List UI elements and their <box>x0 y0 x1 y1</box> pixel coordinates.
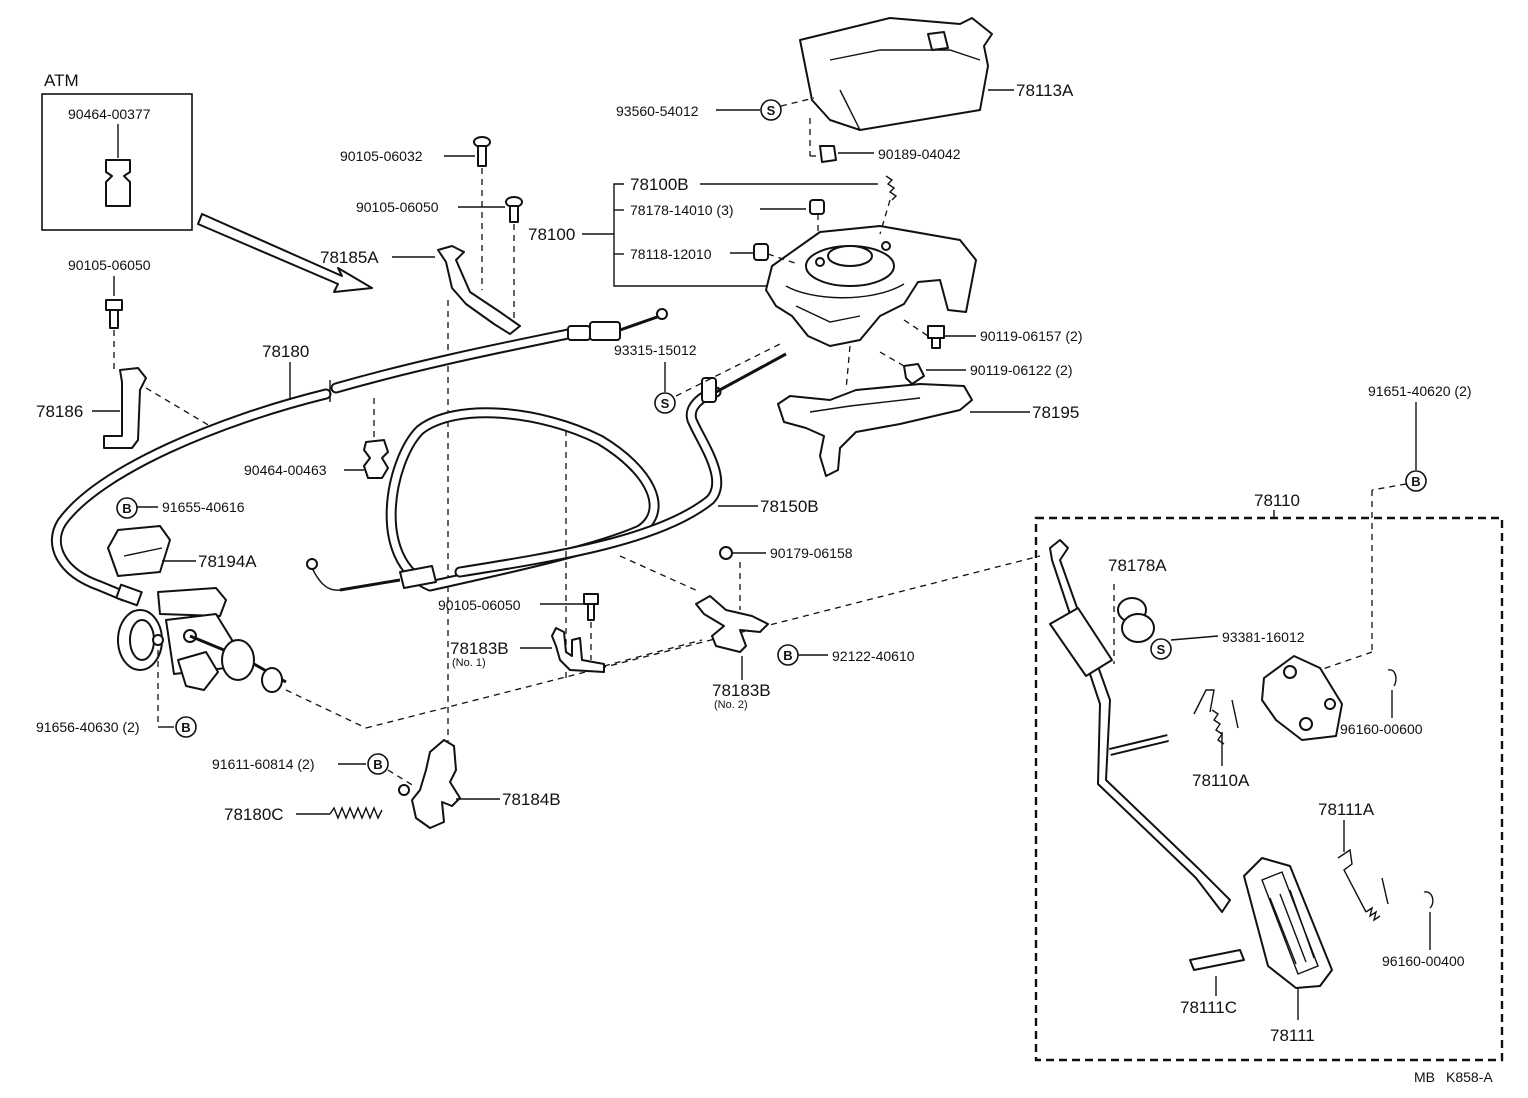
clamp-90464-00377 <box>105 159 131 207</box>
svg-text:90105-06032: 90105-06032 <box>340 148 423 164</box>
svg-text:B: B <box>373 757 382 772</box>
bracket-78184B: 91611-60814 (2) B 78184B 78180C <box>212 739 561 829</box>
bracket-78195: 78195 <box>777 383 1079 477</box>
svg-text:91655-40616: 91655-40616 <box>162 499 245 515</box>
cable-78150B: 78150B <box>306 352 819 680</box>
svg-text:78180C: 78180C <box>224 805 284 824</box>
bolt-90119-06157: 90119-06157 (2) <box>903 319 1082 349</box>
atm-inset-frame <box>41 93 193 231</box>
svg-text:78178A: 78178A <box>1108 556 1167 575</box>
svg-text:MB: MB <box>1414 1069 1435 1085</box>
actuator-78100: 78100B 78100 78178-14010 (3) 78118-12010 <box>528 175 977 391</box>
svg-text:B: B <box>1411 474 1420 489</box>
svg-text:78113A: 78113A <box>1016 81 1074 100</box>
svg-text:93315-15012: 93315-15012 <box>614 342 697 358</box>
bracket-78183B-no1: 90105-06050 78183B (No. 1) <box>438 593 703 673</box>
bolt-90105-06032: 90105-06032 <box>340 136 491 290</box>
svg-text:S: S <box>661 396 670 411</box>
svg-text:91651-40620 (2): 91651-40620 (2) <box>1368 383 1472 399</box>
svg-text:78118-12010: 78118-12010 <box>630 246 712 262</box>
svg-text:90105-06050: 90105-06050 <box>438 597 521 613</box>
pedal-assembly-78110: 91651-40620 (2) B 78110 78178A S 93381-1… <box>1034 383 1504 1062</box>
cable-78180: 78180 <box>50 308 668 602</box>
pedal-assembly-frame <box>1034 516 1504 1062</box>
svg-text:78100: 78100 <box>528 225 575 244</box>
svg-text:B: B <box>783 648 792 663</box>
clamp-90464-00463: 90464-00463 <box>244 398 389 479</box>
cover-78113A: 78113A 93560-54012 S 90189-04042 <box>616 17 1074 163</box>
svg-text:78110A: 78110A <box>1192 771 1250 790</box>
atm-inset: ATM 90464-00377 <box>41 71 193 231</box>
svg-text:93381-16012: 93381-16012 <box>1222 629 1305 645</box>
arrow-icon <box>197 213 373 293</box>
svg-text:(No. 2): (No. 2) <box>714 699 748 711</box>
svg-text:78180: 78180 <box>262 342 309 361</box>
label-90464-00377-atm: 90464-00377 <box>68 106 151 122</box>
svg-text:90105-06050: 90105-06050 <box>356 199 439 215</box>
svg-text:B: B <box>122 501 131 516</box>
svg-text:96160-00600: 96160-00600 <box>1340 721 1423 737</box>
svg-text:78186: 78186 <box>36 402 83 421</box>
bracket-78186-shape <box>103 367 147 449</box>
svg-text:78194A: 78194A <box>198 552 257 571</box>
svg-text:78183B: 78183B <box>712 681 771 700</box>
bracket-78183B-no2: 90179-06158 78183B (No. 2) B 92122-40610 <box>695 545 915 711</box>
svg-text:K858-A: K858-A <box>1446 1069 1493 1085</box>
bracket-78185A: 78185A <box>320 245 521 780</box>
svg-text:78178-14010 (3): 78178-14010 (3) <box>630 202 734 218</box>
svg-text:78111C: 78111C <box>1180 998 1237 1017</box>
svg-text:78185A: 78185A <box>320 248 379 267</box>
svg-text:90189-04042: 90189-04042 <box>878 146 961 162</box>
svg-text:S: S <box>767 103 776 118</box>
svg-text:92122-40610: 92122-40610 <box>832 648 915 664</box>
bracket-78185A-shape <box>437 245 521 335</box>
bolt-90105-06050-b: 90105-06050 <box>68 257 151 372</box>
clamp-78194A: B 91655-40616 78194A <box>107 497 257 577</box>
bolt-90119-06122: 90119-06122 (2) <box>879 351 1072 385</box>
svg-text:91656-40630 (2): 91656-40630 (2) <box>36 719 140 735</box>
svg-text:78150B: 78150B <box>760 497 819 516</box>
svg-text:78111A: 78111A <box>1318 800 1375 819</box>
svg-text:78195: 78195 <box>1032 403 1079 422</box>
svg-text:78111: 78111 <box>1270 1026 1315 1045</box>
svg-text:90105-06050: 90105-06050 <box>68 257 151 273</box>
svg-text:91611-60814 (2): 91611-60814 (2) <box>212 756 314 772</box>
svg-text:(No. 1): (No. 1) <box>452 657 486 669</box>
bolt-90105-06050-a: 90105-06050 <box>356 196 523 318</box>
svg-text:96160-00400: 96160-00400 <box>1382 953 1465 969</box>
svg-text:78184B: 78184B <box>502 790 561 809</box>
svg-text:78100B: 78100B <box>630 175 689 194</box>
atm-title: ATM <box>44 71 79 90</box>
svg-text:B: B <box>181 720 190 735</box>
svg-text:93560-54012: 93560-54012 <box>616 103 699 119</box>
diagram-code: MB K858-A <box>1414 1069 1493 1085</box>
svg-text:78110: 78110 <box>1254 491 1300 510</box>
bolt-91656-40630: 91656-40630 (2) B <box>36 716 197 738</box>
svg-text:90179-06158: 90179-06158 <box>770 545 853 561</box>
svg-text:90119-06122 (2): 90119-06122 (2) <box>970 362 1072 378</box>
throttle-end-assembly <box>115 555 1041 729</box>
svg-text:78183B: 78183B <box>450 639 509 658</box>
svg-text:90119-06157 (2): 90119-06157 (2) <box>980 328 1082 344</box>
svg-text:S: S <box>1157 642 1166 657</box>
svg-text:90464-00463: 90464-00463 <box>244 462 327 478</box>
bracket-78186: 78186 <box>36 367 211 449</box>
screw-93315-15012: 93315-15012 S <box>614 342 781 414</box>
